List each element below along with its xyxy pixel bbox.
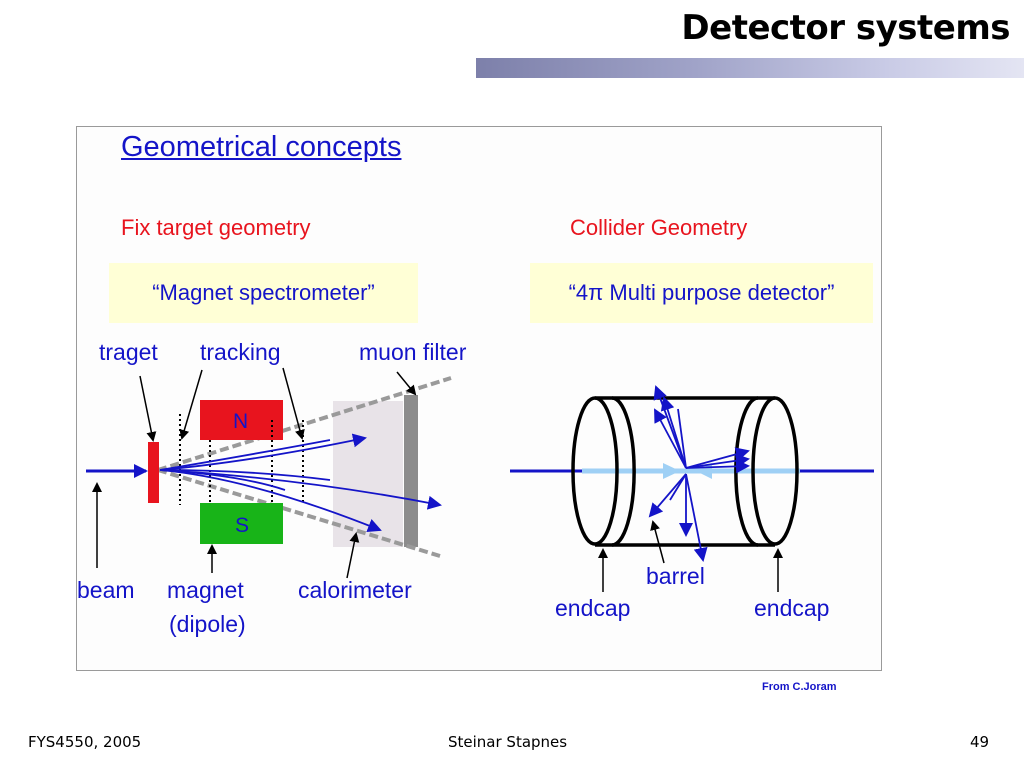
multi-purpose-detector-box: “4π Multi purpose detector” (530, 263, 873, 323)
acceptance-upper (157, 376, 452, 472)
title-gradient-bar (476, 58, 1024, 78)
fixed-target-heading: Fix target geometry (121, 215, 311, 240)
magnet-spectrometer-box: “Magnet spectrometer” (109, 263, 418, 323)
figure-heading: Geometrical concepts (121, 131, 402, 163)
label-barrel: barrel (646, 563, 705, 589)
label-endcap-left: endcap (555, 595, 631, 621)
slide-title: Detector systems (681, 8, 1010, 48)
label-dipole: (dipole) (169, 611, 246, 637)
target-block (148, 442, 159, 503)
figure-credit: From C.Joram (762, 681, 837, 693)
magnet-north-pole (200, 400, 283, 440)
label-endcap-right: endcap (754, 595, 830, 621)
label-magnet-north: N (233, 410, 249, 433)
footer-author: Steinar Stapnes (448, 733, 568, 751)
figure-panel: Geometrical concepts Fix target geometry… (76, 126, 882, 671)
footer-page-number: 49 (970, 733, 990, 751)
magnet-south-pole (200, 503, 283, 544)
label-calorimeter: calorimeter (298, 577, 412, 603)
label-beam: beam (77, 577, 135, 603)
label-muon-filter: muon filter (359, 339, 467, 365)
label-magnet-south: S (235, 514, 250, 537)
label-tracking: tracking (200, 339, 281, 365)
acceptance-lower (157, 468, 441, 558)
muon-filter-slab (404, 395, 418, 547)
collider-diagram (510, 385, 874, 592)
collider-heading: Collider Geometry (570, 215, 748, 240)
label-magnet: magnet (167, 577, 244, 603)
fixed-target-diagram (86, 367, 452, 579)
label-target: traget (99, 339, 158, 365)
footer-course: FYS4550, 2005 (28, 733, 142, 751)
